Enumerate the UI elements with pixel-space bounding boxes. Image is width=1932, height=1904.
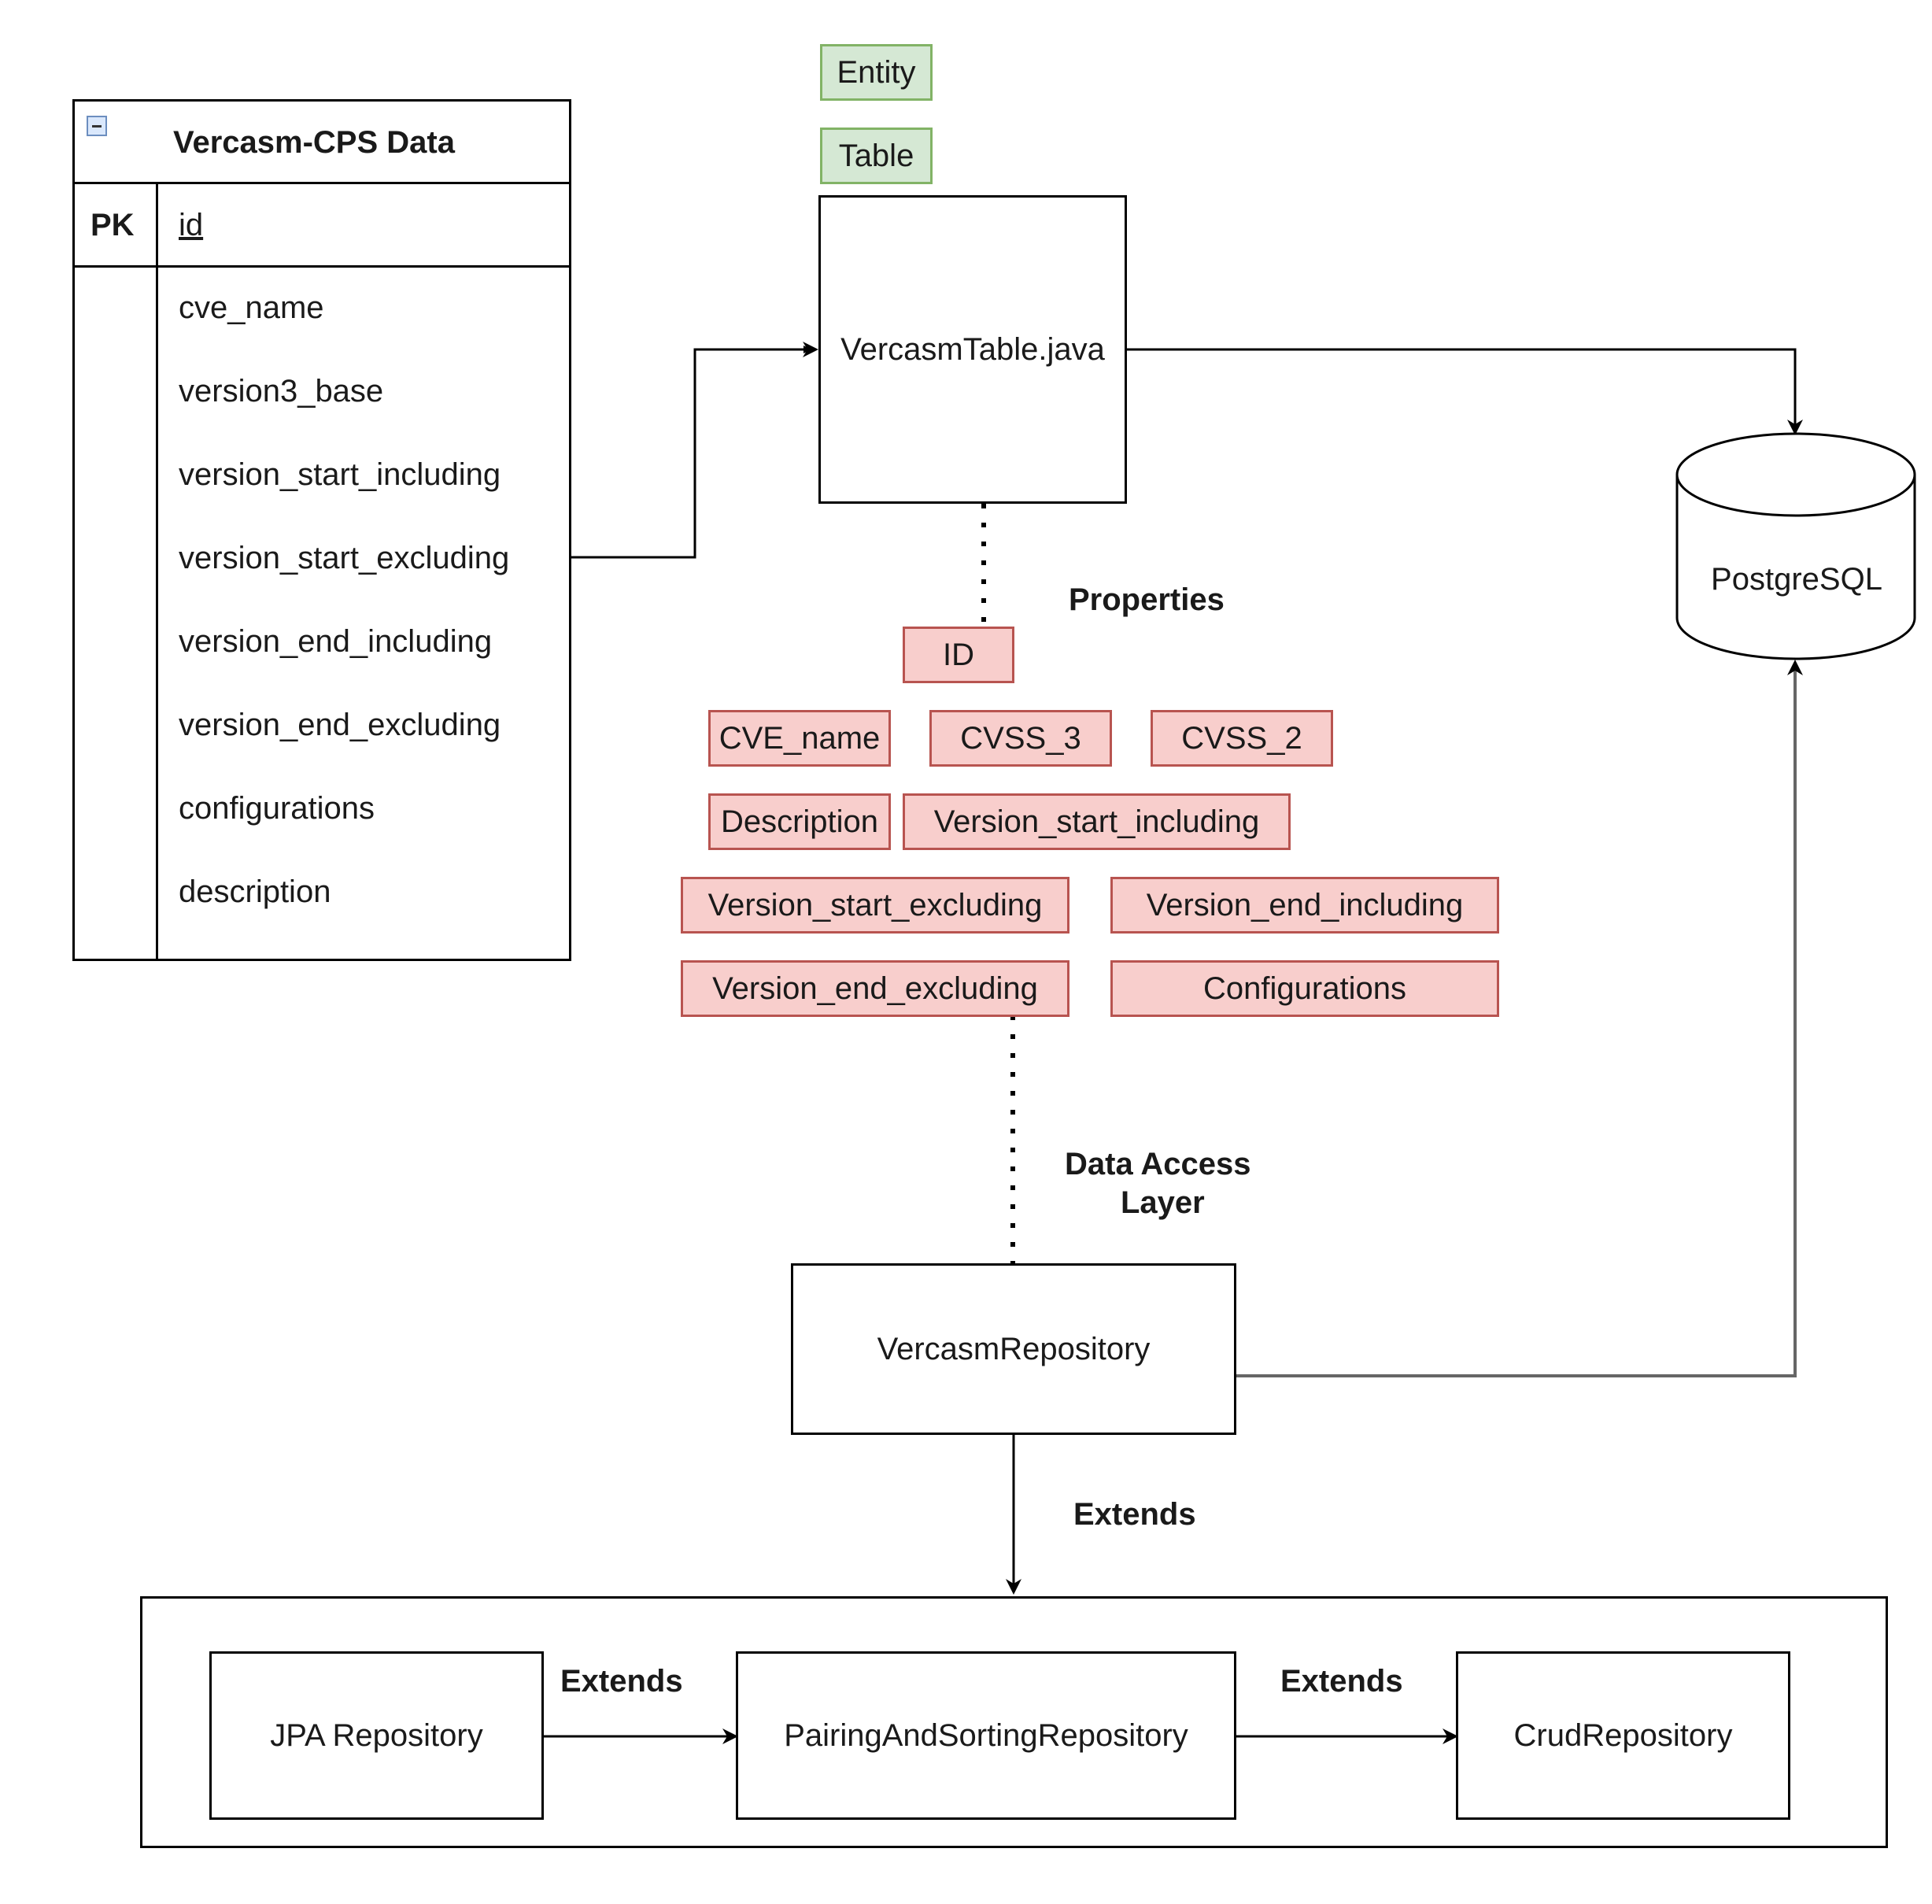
er-table-header: Vercasm-CPS Data	[75, 102, 569, 184]
entity-class-box: VercasmTable.java	[818, 195, 1127, 504]
field-configurations: configurations	[179, 791, 375, 826]
property-id: ID	[903, 627, 1014, 683]
data-access-heading-line1: Data Access	[1065, 1147, 1251, 1181]
pk-field: id	[179, 208, 204, 242]
property-version-end-excluding: Version_end_excluding	[681, 960, 1069, 1017]
property-cve-name: CVE_name	[708, 710, 891, 767]
properties-heading: Properties	[1069, 582, 1225, 617]
repository-box: VercasmRepository	[791, 1263, 1236, 1435]
pk-label: PK	[91, 208, 135, 242]
table-to-entity-arrow	[571, 346, 811, 559]
property-description: Description	[708, 793, 891, 850]
repository-hierarchy-container	[140, 1596, 1888, 1848]
property-version-start-excluding: Version_start_excluding	[681, 877, 1069, 934]
table-annotation: Table	[820, 128, 933, 184]
extends-label-jpa: Extends	[560, 1664, 683, 1699]
er-pk-row: PK id	[75, 184, 569, 268]
extends-label-paging: Extends	[1280, 1664, 1403, 1699]
field-version-start-excluding: version_start_excluding	[179, 541, 510, 575]
field-description: description	[179, 874, 331, 909]
field-version-end-excluding: version_end_excluding	[179, 708, 501, 742]
er-key-divider	[156, 184, 158, 959]
paging-sorting-repository-box: PairingAndSortingRepository	[736, 1651, 1236, 1820]
entity-annotation: Entity	[820, 44, 933, 101]
property-cvss-2: CVSS_2	[1151, 710, 1333, 767]
field-version3-base: version3_base	[179, 374, 384, 409]
property-cvss-3: CVSS_3	[929, 710, 1112, 767]
property-version-start-including: Version_start_including	[903, 793, 1291, 850]
field-version-start-including: version_start_including	[179, 457, 501, 492]
field-version-end-including: version_end_including	[179, 624, 493, 659]
property-version-end-including: Version_end_including	[1110, 877, 1499, 934]
jpa-repository-box: JPA Repository	[209, 1651, 544, 1820]
crud-repository-box: CrudRepository	[1456, 1651, 1790, 1820]
er-table: Vercasm-CPS Data PK id cve_name version3…	[72, 99, 571, 961]
er-table-title: Vercasm-CPS Data	[173, 125, 455, 160]
entity-to-db-arrow	[1125, 348, 1797, 429]
extends-label-repository: Extends	[1073, 1497, 1196, 1532]
repository-to-db-arrow	[1236, 665, 1797, 1377]
database-label: PostgreSQL	[1711, 562, 1882, 597]
database-cylinder	[1675, 432, 1916, 660]
collapse-icon[interactable]	[87, 116, 107, 136]
data-access-heading-line2: Layer	[1121, 1185, 1205, 1220]
field-cve-name: cve_name	[179, 290, 324, 325]
property-configurations: Configurations	[1110, 960, 1499, 1017]
